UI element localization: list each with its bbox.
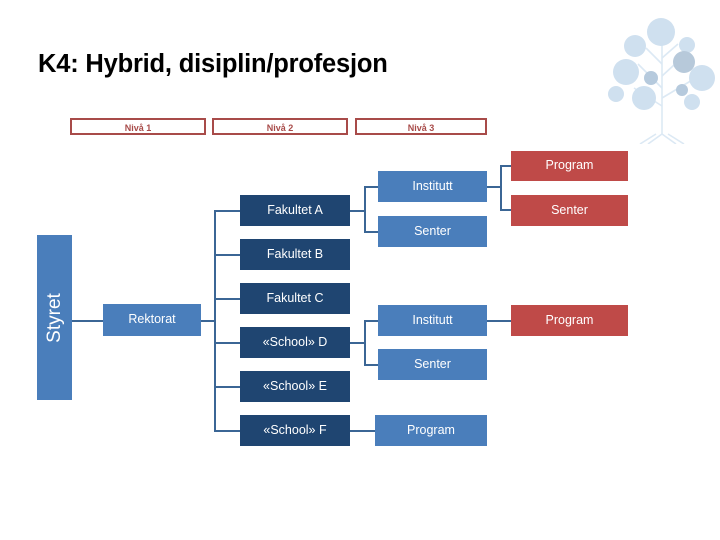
connector-school-d-vertical [364, 320, 366, 365]
connector-school-d-institutt [364, 320, 380, 322]
connector-school-d-branch [350, 342, 366, 344]
connector-trunk-school-d [214, 342, 240, 344]
connector-fakultet-a-senter [364, 231, 380, 233]
connector-school-f-program [350, 430, 376, 432]
node-program-institutt-a[interactable]: Program [511, 151, 628, 181]
node-rektorat[interactable]: Rektorat [103, 304, 201, 336]
node-fakultet-c[interactable]: Fakultet C [240, 283, 350, 314]
level-box-2: Nivå 2 [212, 118, 348, 135]
connector-institutt-a-senter [500, 209, 511, 211]
node-school-e[interactable]: «School» E [240, 371, 350, 402]
connector-styret-rektorat [72, 320, 104, 322]
connector-trunk-fakultet-b [214, 254, 240, 256]
level-box-1: Nivå 1 [70, 118, 206, 135]
connector-fakultet-a-institutt [364, 186, 380, 188]
connector-trunk-school-f [214, 430, 240, 432]
connector-trunk-school-e [214, 386, 240, 388]
level-box-3: Nivå 3 [355, 118, 487, 135]
connector-institutt-d-program [487, 320, 511, 322]
connector-trunk-fakultet-c [214, 298, 240, 300]
tree-logo [604, 2, 720, 145]
node-program-institutt-d[interactable]: Program [511, 305, 628, 336]
node-institutt-fakultet-a[interactable]: Institutt [378, 171, 487, 202]
styret-bar: Styret [37, 235, 72, 400]
node-senter-institutt-a[interactable]: Senter [511, 195, 628, 226]
connector-institutt-a-program [500, 165, 511, 167]
node-fakultet-b[interactable]: Fakultet B [240, 239, 350, 270]
node-senter-school-d[interactable]: Senter [378, 349, 487, 380]
node-fakultet-a[interactable]: Fakultet A [240, 195, 350, 226]
connector-rektorat-trunk [200, 320, 216, 322]
connector-fakultet-a-branch [350, 210, 366, 212]
connector-trunk-vertical [214, 210, 216, 431]
connector-fakultet-a-vertical [364, 186, 366, 232]
connector-institutt-a-vertical [500, 165, 502, 210]
node-school-d[interactable]: «School» D [240, 327, 350, 358]
connector-institutt-a-branch [487, 186, 501, 188]
styret-label: Styret [43, 292, 65, 343]
node-program-school-f[interactable]: Program [375, 415, 487, 446]
node-senter-fakultet-a[interactable]: Senter [378, 216, 487, 247]
connector-school-d-senter [364, 364, 380, 366]
node-school-f[interactable]: «School» F [240, 415, 350, 446]
page-title: K4: Hybrid, disiplin/profesjon [38, 50, 388, 78]
node-institutt-school-d[interactable]: Institutt [378, 305, 487, 336]
connector-trunk-fakultet-a [214, 210, 240, 212]
